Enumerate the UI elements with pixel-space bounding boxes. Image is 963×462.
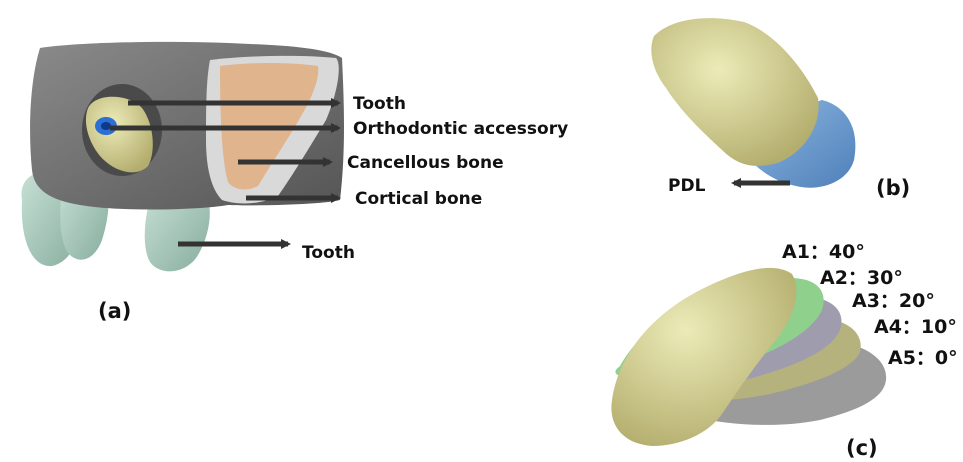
label-orthodontic-accessory: Orthodontic accessory <box>353 119 568 139</box>
label-angle-a3: A3：20° <box>852 290 935 312</box>
label-cancellous-bone: Cancellous bone <box>347 153 504 173</box>
panel-label-b: (b) <box>876 176 910 200</box>
label-angle-a5: A5：0° <box>888 347 958 369</box>
label-tooth-top: Tooth <box>353 94 406 114</box>
orthodontic-accessory-core <box>101 122 111 130</box>
panel-label-c: (c) <box>846 436 878 460</box>
panel-c-illustration <box>611 268 886 446</box>
panel-a-illustration <box>22 42 344 271</box>
label-pdl: PDL <box>668 176 706 196</box>
tooth-crown-b <box>651 18 818 166</box>
label-tooth-bottom: Tooth <box>302 243 355 263</box>
panel-b-illustration <box>651 18 855 188</box>
label-cortical-bone: Cortical bone <box>355 189 482 209</box>
label-angle-a1: A1：40° <box>782 241 865 263</box>
label-angle-a2: A2：30° <box>820 267 903 289</box>
label-angle-a4: A4：10° <box>874 316 957 338</box>
panel-label-a: (a) <box>98 299 131 323</box>
